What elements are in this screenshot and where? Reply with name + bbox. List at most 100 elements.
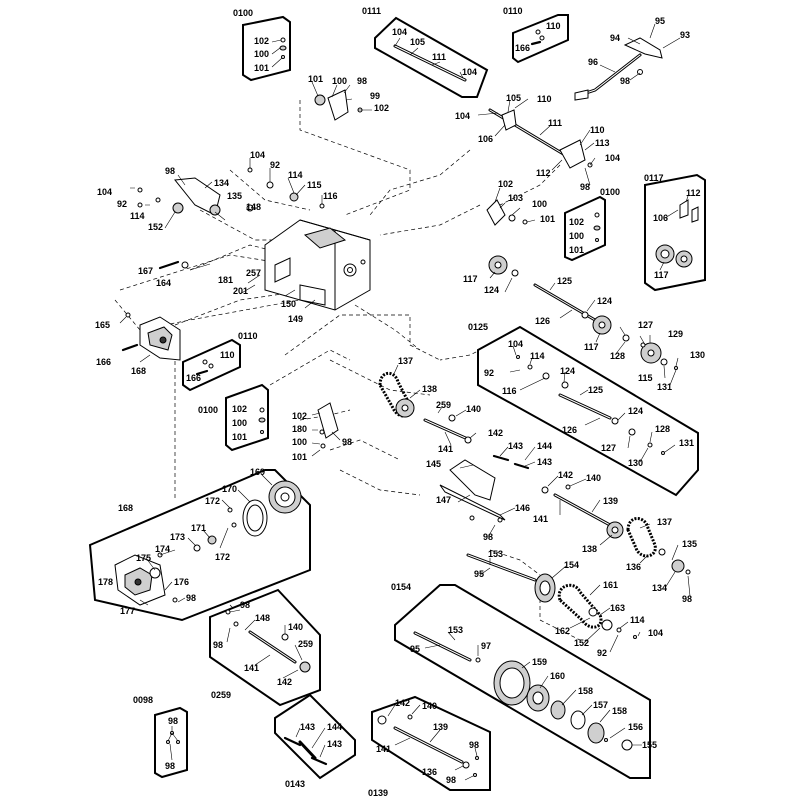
label-100: 100 [254, 49, 269, 59]
label-172: 172 [205, 496, 220, 506]
chain-sprocket-137-138 [378, 364, 477, 446]
label-124: 124 [484, 285, 499, 295]
label-142: 142 [558, 470, 573, 480]
kit-0143 [274, 693, 356, 780]
label-142: 142 [488, 428, 503, 438]
label-0098: 0098 [133, 695, 153, 705]
label-150: 150 [281, 299, 296, 309]
label-101: 101 [569, 245, 584, 255]
label-97: 97 [481, 641, 491, 651]
kit-0100-mid [564, 195, 606, 262]
kit-0259-assembly [209, 588, 321, 707]
label-0100-lower: 0100 [198, 405, 218, 415]
label-168: 168 [131, 366, 146, 376]
label-135: 135 [227, 191, 242, 201]
label-127: 127 [601, 443, 616, 453]
label-104: 104 [250, 150, 265, 160]
label-144: 144 [327, 722, 342, 732]
label-102: 102 [569, 217, 584, 227]
label-140: 140 [466, 404, 481, 414]
label-143: 143 [300, 722, 315, 732]
bracket-180 [311, 402, 341, 457]
label-130: 130 [628, 458, 643, 468]
kit-0154-assembly [394, 584, 651, 779]
label-104: 104 [97, 187, 112, 197]
label-169: 169 [250, 467, 265, 477]
label-158: 158 [578, 686, 593, 696]
label-116: 116 [502, 386, 517, 396]
label-100: 100 [532, 199, 547, 209]
label-137: 137 [657, 517, 672, 527]
label-137: 137 [398, 356, 413, 366]
label-141: 141 [438, 444, 453, 454]
kit-0111 [374, 16, 489, 98]
label-98: 98 [165, 166, 175, 176]
label-140: 140 [422, 701, 437, 711]
label-111: 111 [548, 118, 562, 128]
label-126: 126 [562, 425, 577, 435]
label-100: 100 [292, 437, 307, 447]
label-153: 153 [488, 549, 503, 559]
label-161: 161 [603, 580, 618, 590]
washer-164 [181, 261, 189, 269]
label-152: 152 [148, 222, 163, 232]
label-152: 152 [574, 638, 589, 648]
label-173: 173 [170, 532, 185, 542]
label-92: 92 [117, 199, 127, 209]
label-101: 101 [254, 63, 269, 73]
label-129: 129 [668, 329, 683, 339]
label-180: 180 [292, 424, 307, 434]
label-98: 98 [165, 761, 175, 771]
label-0125: 0125 [468, 322, 488, 332]
label-0100-mid: 0100 [600, 187, 620, 197]
label-165: 165 [95, 320, 110, 330]
bolt-167 [158, 260, 180, 270]
label-113: 113 [595, 138, 610, 148]
label-158: 158 [612, 706, 627, 716]
label-126: 126 [535, 316, 550, 326]
label-130: 130 [690, 350, 705, 360]
label-134: 134 [652, 583, 667, 593]
label-104: 104 [455, 111, 470, 121]
label-102: 102 [498, 179, 513, 189]
label-98: 98 [342, 437, 352, 447]
label-102: 102 [374, 103, 389, 113]
label-259: 259 [436, 400, 451, 410]
label-0143: 0143 [285, 779, 305, 789]
label-104: 104 [605, 153, 620, 163]
drive-shaft-125 [488, 255, 679, 386]
label-136: 136 [422, 767, 437, 777]
label-98: 98 [483, 532, 493, 542]
label-110: 110 [590, 125, 605, 135]
label-117: 117 [463, 274, 478, 284]
label-138: 138 [422, 384, 437, 394]
label-112: 112 [536, 168, 551, 178]
label-135: 135 [682, 539, 697, 549]
label-94: 94 [610, 33, 620, 43]
label-259: 259 [298, 639, 313, 649]
label-181: 181 [218, 275, 233, 285]
label-105: 105 [410, 37, 425, 47]
label-110: 110 [220, 350, 235, 360]
label-99: 99 [370, 91, 380, 101]
label-174: 174 [155, 544, 170, 554]
label-101: 101 [232, 432, 247, 442]
label-104: 104 [462, 67, 477, 77]
kit-0110-mid [182, 338, 241, 392]
kit-0100-lower [225, 383, 269, 452]
label-156: 156 [628, 722, 643, 732]
upper-shaft-assembly [477, 98, 596, 186]
label-112: 112 [686, 188, 701, 198]
label-138: 138 [582, 544, 597, 554]
label-96: 96 [588, 57, 598, 67]
label-128: 128 [610, 351, 625, 361]
label-98: 98 [213, 640, 223, 650]
spring-bracket-145 [439, 446, 536, 538]
label-125: 125 [557, 276, 572, 286]
label-101: 101 [292, 452, 307, 462]
kit-0117 [644, 173, 706, 292]
label-141: 141 [533, 514, 548, 524]
label-154: 154 [564, 560, 579, 570]
gear-housing-frame [189, 219, 371, 311]
label-124: 124 [560, 366, 575, 376]
